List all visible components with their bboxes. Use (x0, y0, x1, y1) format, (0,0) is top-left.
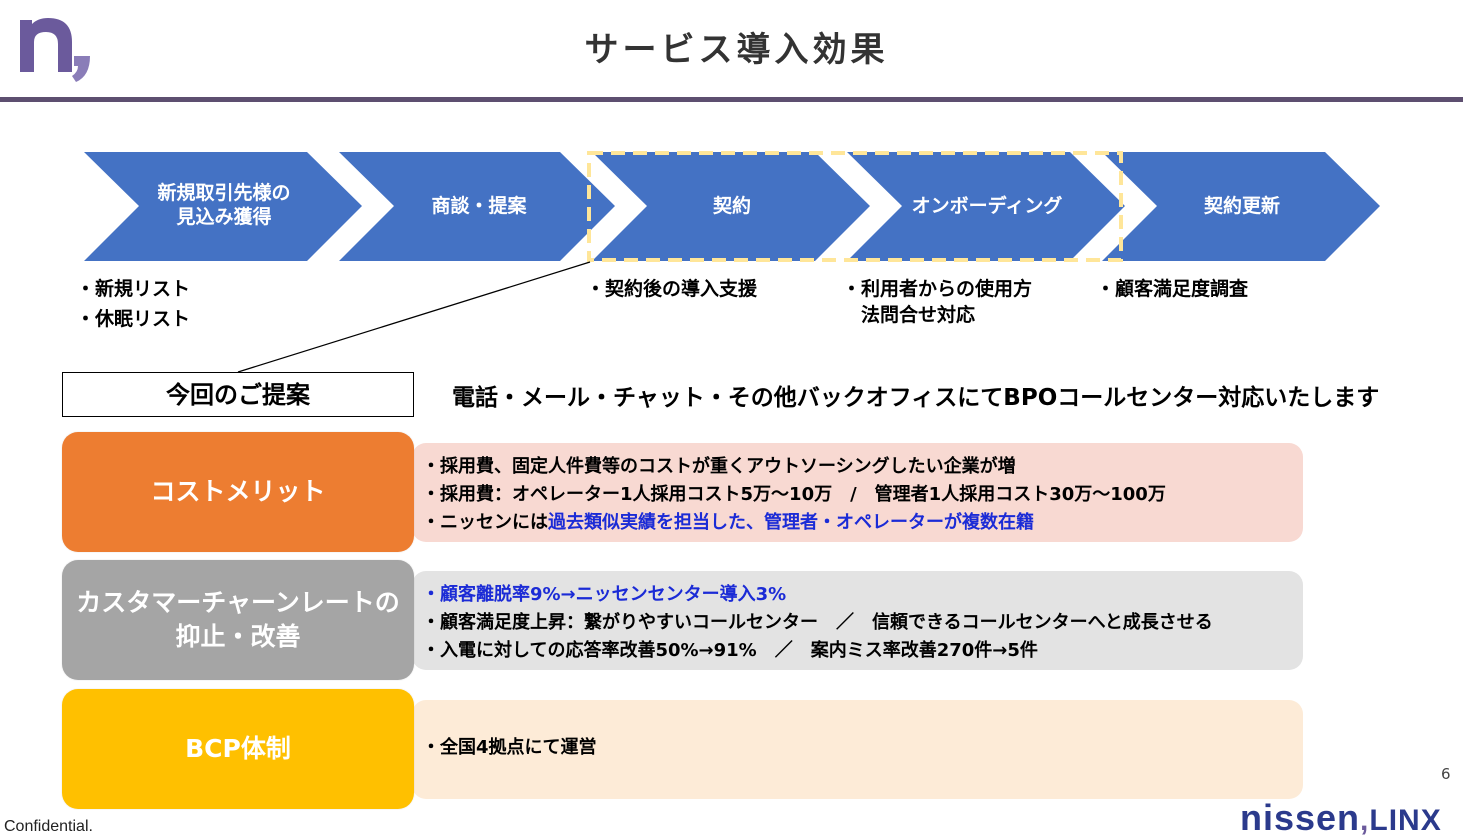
header-divider (0, 97, 1463, 102)
flow-step-arrow (847, 152, 1125, 261)
benefit-panel-churn: ・顧客離脱率9%→ニッセンセンター導入3% ・顧客満足度上昇：繋がりやすいコール… (412, 571, 1303, 670)
benefit-panel-cost: ・採用費、固定人件費等のコストが重くアウトソーシングしたい企業が増 ・採用費：オ… (412, 443, 1303, 542)
connector-line (237, 261, 591, 373)
benefit-line: ・採用費、固定人件費等のコストが重くアウトソーシングしたい企業が増 (422, 456, 1016, 477)
company-logo-icon (20, 18, 90, 82)
benefit-line: ・顧客満足度上昇：繋がりやすいコールセンター ／ 信頼できるコールセンターへと成… (422, 612, 1213, 633)
flow-note: ・新規リスト ・休眠リスト (76, 278, 191, 330)
highlight-dashed-frame (587, 151, 1123, 262)
page-title: サービス導入効果 (584, 30, 889, 70)
flow-step-label: 新規取引先様の 見込み獲得 (157, 182, 291, 228)
benefit-line: ・全国4拠点にて運営 (422, 737, 597, 758)
benefit-line: ・採用費：オペレーター1人採用コスト5万～10万 / 管理者1人採用コスト30万… (422, 484, 1166, 505)
flow-step-label: オンボーディング (911, 195, 1063, 217)
process-flow (84, 151, 1380, 262)
benefit-panel-bcp: ・全国4拠点にて運営 (412, 700, 1303, 799)
benefit-card-cost: コストメリット (62, 432, 414, 552)
flow-step-arrow (339, 152, 615, 261)
flow-step-label: 契約更新 (1203, 195, 1280, 217)
flow-note: ・利用者からの使用方 法問合せ対応 (842, 278, 1033, 326)
page-number: 6 (1441, 765, 1451, 783)
benefit-card-churn: カスタマーチャーンレートの 抑止・改善 (62, 560, 414, 680)
flow-note: ・顧客満足度調査 (1096, 278, 1249, 300)
flow-step-arrow (592, 152, 870, 261)
proposal-headline: 電話・メール・チャット・その他バックオフィスにてBPOコールセンター対応いたしま… (452, 385, 1380, 411)
flow-step-label: 契約 (712, 195, 751, 217)
benefit-line: ・ニッセンには過去類似実績を担当した、管理者・オペレーターが複数在籍 (422, 512, 1034, 533)
benefit-line: ・顧客離脱率9%→ニッセンセンター導入3% (422, 584, 787, 605)
benefit-line: ・入電に対しての応答率改善50%→91% ／ 案内ミス率改善270件→5件 (422, 640, 1038, 661)
benefit-card-bcp: BCP体制 (62, 689, 414, 809)
flow-step-arrow (84, 152, 362, 261)
confidential-label: Confidential. (4, 818, 93, 835)
brand-logo: nissen,LINX (1240, 797, 1442, 838)
flow-step-label: 商談・提案 (431, 195, 527, 217)
proposal-label-box: 今回のご提案 (62, 372, 414, 417)
flow-step-arrow (1102, 152, 1380, 261)
flow-note: ・契約後の導入支援 (586, 278, 758, 300)
